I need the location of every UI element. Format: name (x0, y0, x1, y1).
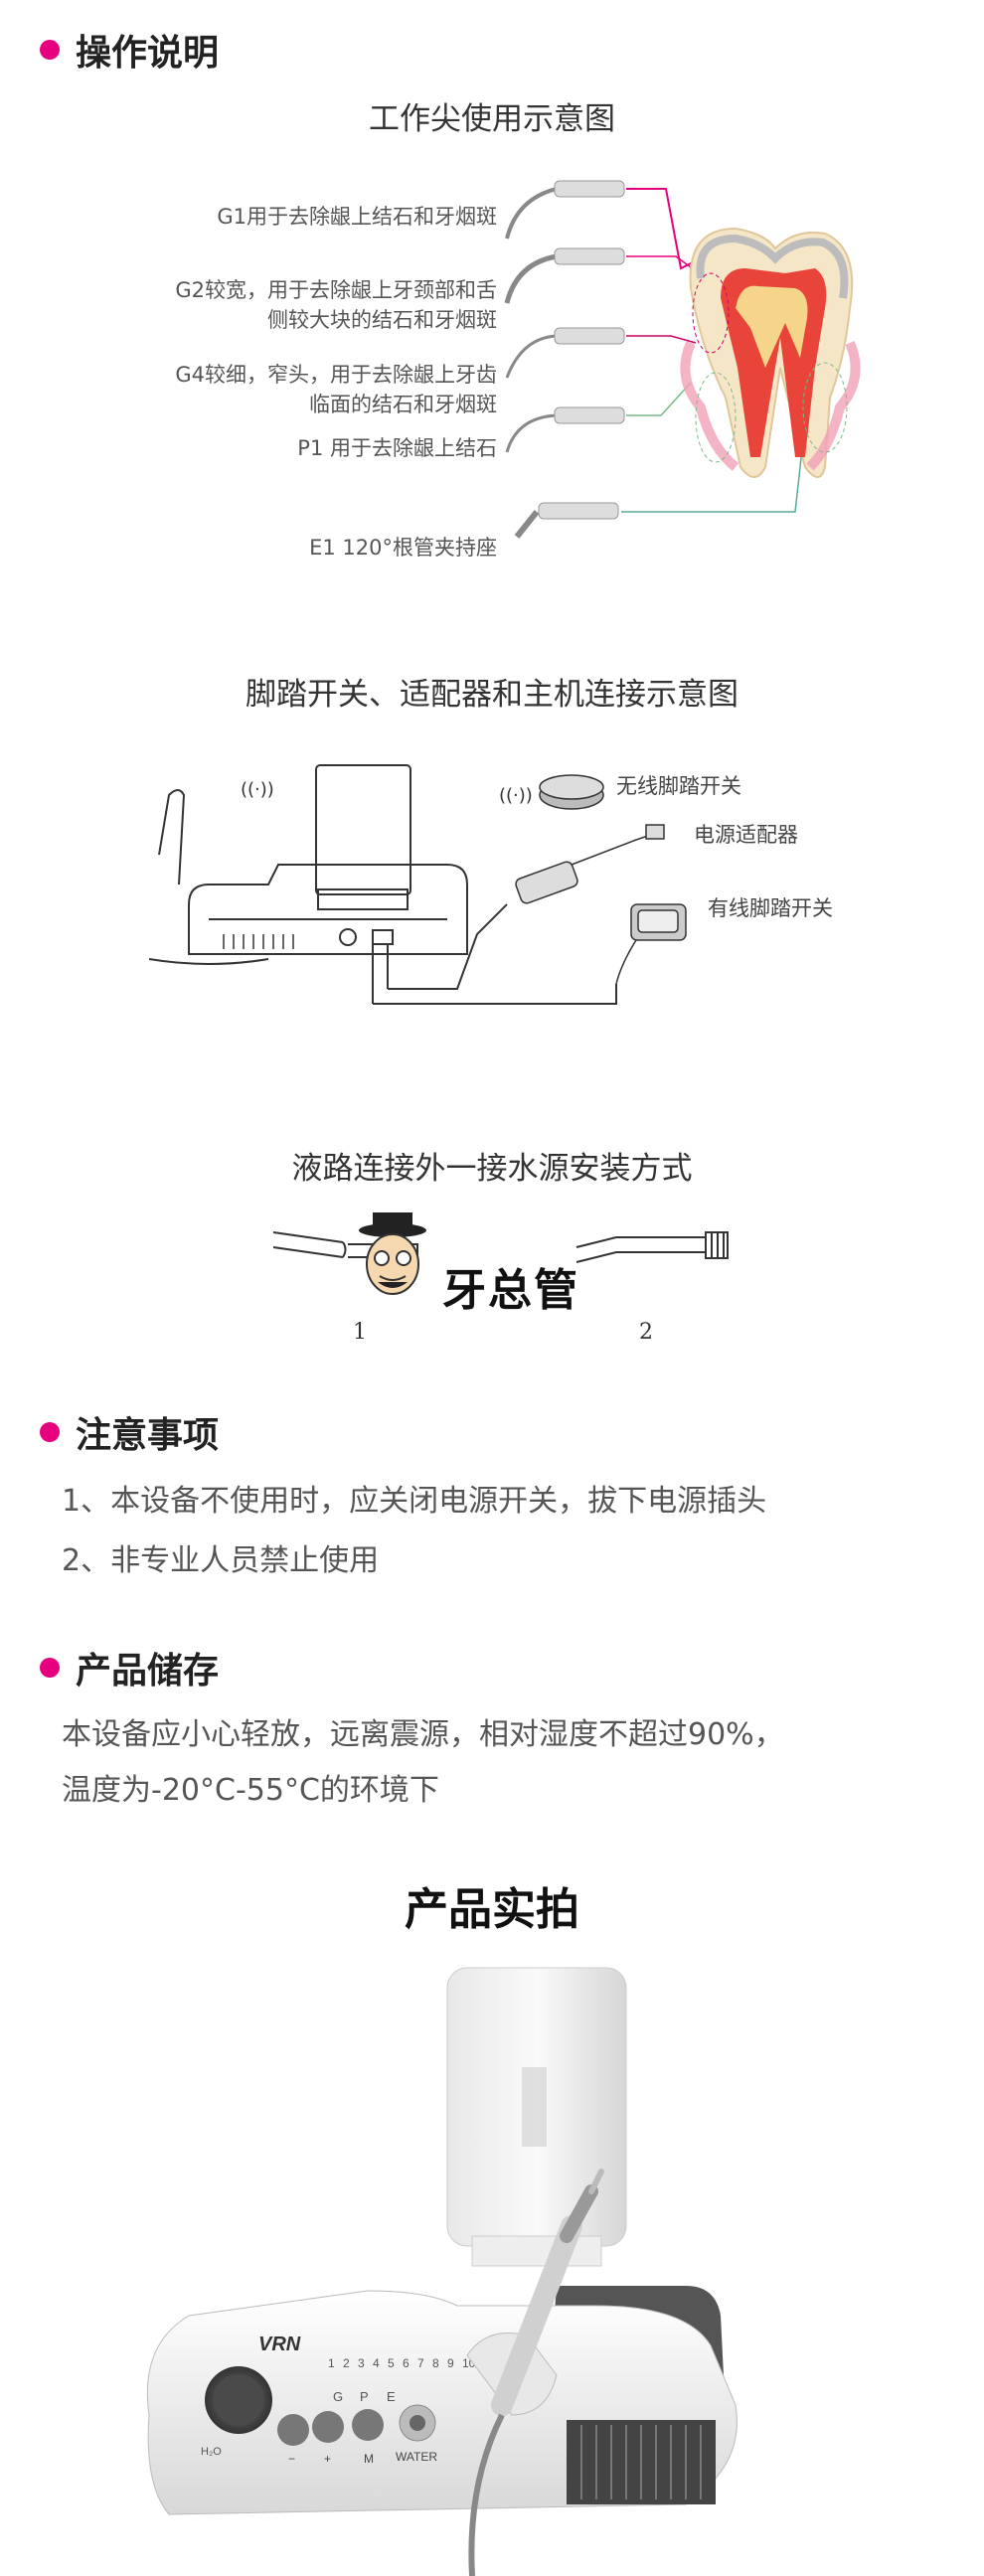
water-bottle-icon (446, 1967, 627, 2267)
mascot-logo-icon (359, 1212, 426, 1295)
water-step-2: 2 (639, 1320, 653, 1345)
tip-label-p1: P1 用于去除龈上结石 (297, 436, 497, 460)
tip-g4-icon (505, 327, 625, 379)
bullet-dot (40, 40, 60, 60)
svg-text:G: G (333, 2389, 343, 2404)
svg-text:2: 2 (343, 2356, 350, 2370)
storage-line: 温度为-20°C-55°C的环境下 (62, 1773, 439, 1808)
tooth-tip-diagram (504, 180, 861, 539)
bullet-dot (40, 1422, 60, 1442)
svg-text:P: P (360, 2389, 369, 2404)
section-operation-header: 操作说明 (40, 24, 219, 76)
section-notes-header: 注意事项 (40, 1406, 219, 1458)
tip-label-g4: G4较细，窄头，用于去除龈上牙齿 临面的结石和牙烟斑 (175, 363, 497, 416)
tip-e1-icon (514, 502, 619, 539)
svg-text:8: 8 (432, 2356, 439, 2370)
wireless-switch-label: 无线脚踏开关 (616, 774, 741, 798)
svg-text:E: E (387, 2389, 396, 2404)
product-photo: VRN H₂O 1 2 3 4 5 6 7 8 9 10 G P E − + M… (146, 1967, 738, 2576)
section-title: 注意事项 (76, 1415, 220, 1456)
mode-labels: G P E (333, 2389, 396, 2404)
tip-g2-icon (504, 247, 625, 304)
svg-text:7: 7 (417, 2356, 424, 2370)
svg-text:3: 3 (358, 2356, 365, 2370)
svg-text:−: − (288, 2452, 295, 2466)
tip-label-g2: G2较宽，用于去除龈上牙颈部和舌 侧较大块的结石和牙烟斑 (175, 278, 497, 332)
connection-diagram: ((·)) ((·)) (149, 764, 687, 1005)
svg-text:4: 4 (373, 2356, 380, 2370)
tip-label-e1: E1 120°根管夹持座 (309, 536, 497, 560)
wireless-foot-switch-icon (539, 774, 604, 810)
svg-text:1: 1 (328, 2356, 335, 2370)
svg-text:6: 6 (403, 2356, 410, 2370)
section-title: 操作说明 (76, 33, 220, 74)
water-hose-right-icon (575, 1231, 729, 1263)
tip-label-g1: G1用于去除龈上结石和牙烟斑 (217, 205, 497, 229)
svg-text:+: + (324, 2452, 331, 2466)
water-connection-diagram (272, 1212, 729, 1295)
tip-g1-icon (505, 180, 625, 240)
svg-text:9: 9 (447, 2356, 454, 2370)
tooth-icon (680, 227, 861, 478)
wireless-signal-icon: ((·)) ((·)) (241, 779, 533, 806)
svg-text:WATER: WATER (396, 2450, 437, 2464)
handpiece-icon (466, 2169, 604, 2576)
tip-diagram-title: 工作尖使用示意图 (369, 101, 615, 137)
storage-line: 本设备应小心轻放，远离震源，相对湿度不超过90%， (62, 1717, 784, 1752)
note-item: 2、非专业人员禁止使用 (62, 1543, 380, 1578)
wired-foot-switch-icon (615, 903, 687, 985)
water-step-1: 1 (353, 1320, 367, 1345)
wired-switch-label: 有线脚踏开关 (708, 896, 833, 920)
svg-text:((·)): ((·)) (499, 785, 533, 806)
note-item: 1、本设备不使用时，应关闭电源开关，拔下电源插头 (62, 1484, 767, 1519)
svg-text:H₂O: H₂O (201, 2446, 222, 2458)
brand-text: VRN (258, 2334, 301, 2355)
section-storage-header: 产品储存 (40, 1642, 219, 1693)
connection-diagram-title: 脚踏开关、适配器和主机连接示意图 (246, 677, 738, 713)
section-title: 产品储存 (76, 1651, 220, 1691)
bullet-dot (40, 1658, 60, 1678)
power-level-scale: 1 2 3 4 5 6 7 8 9 10 (328, 2356, 476, 2370)
svg-text:5: 5 (388, 2356, 395, 2370)
photo-section-title: 产品实拍 (405, 1884, 579, 1935)
brand-logo-text: 牙总管 (442, 1265, 579, 1316)
adapter-label: 电源适配器 (694, 823, 798, 847)
svg-text:M: M (364, 2452, 374, 2466)
main-unit-icon (149, 764, 617, 1005)
control-buttons (277, 2404, 436, 2446)
svg-text:((·)): ((·)) (241, 779, 274, 800)
tip-p1-icon (505, 406, 625, 453)
water-diagram-title: 液路连接外一接水源安装方式 (291, 1151, 693, 1187)
power-adapter-icon (515, 824, 665, 904)
